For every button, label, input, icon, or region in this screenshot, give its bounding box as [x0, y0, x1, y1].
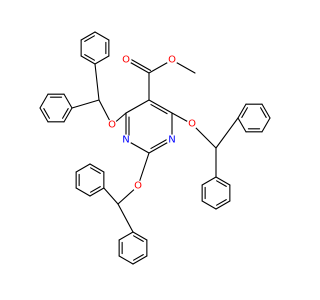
ether-oxygen-bottom-label: O [134, 181, 142, 192]
sub4-phenyl2-bond-0 [63, 107, 73, 123]
ester-oxygen-label: O [168, 55, 176, 66]
sub6-phenyl1-bond-0-inner [241, 107, 248, 118]
sub2-phenyl1-bond-1 [75, 187, 91, 197]
sub2-bond-ch-ph2 [117, 203, 134, 233]
sub4-phenyl1-bond-0 [80, 55, 96, 65]
sub6-phenyl2-bond-2 [215, 200, 231, 210]
sub6-phenyl1-bond-2 [261, 103, 271, 119]
ester-oxygen-label-mask [166, 54, 178, 66]
sub4-bond-ch-ph2 [71, 99, 100, 109]
sub6-phenyl2-bond-5 [201, 176, 217, 186]
ether-oxygen-left-label-mask [106, 119, 118, 131]
sub4-phenyl2-bond-0-inner [62, 108, 69, 119]
sub4-phenyl1-bond-0-inner [84, 54, 95, 61]
sub2-phenyl2-bond-0 [132, 231, 148, 241]
sub6-phenyl2-bond-2-inner [216, 199, 227, 206]
sub2-phenyl2-bond-2-inner [133, 254, 144, 261]
sub4-bond-ch-ph1 [94, 63, 100, 101]
sub4-phenyl1-bond-3 [94, 31, 110, 41]
sub4-phenyl2-bond-3 [39, 93, 49, 109]
sub4-phenyl2-bond-2-inner [43, 108, 50, 119]
ether-oxygen-left-label: O [108, 120, 116, 131]
sub2-phenyl2-bond-0-inner [133, 235, 144, 242]
sub6-bond-o-ch [191, 123, 217, 149]
sub6-phenyl2-bond-0-inner [216, 180, 227, 187]
ring-nitrogen-left-label: N [122, 135, 129, 146]
sub4-phenyl2-bond-2 [39, 107, 49, 123]
sub2-bond-ch-ph1 [103, 187, 119, 205]
sub6-bond-ch-ph1 [215, 117, 239, 149]
carbonyl-oxygen-label: O [122, 55, 130, 66]
sub6-phenyl1-bond-2-inner [260, 107, 267, 118]
sub2-phenyl1-bond-0 [89, 187, 105, 197]
sub2-phenyl1-bond-4-inner [90, 167, 101, 174]
ether-oxygen-bottom-label-mask [132, 180, 144, 192]
sub6-phenyl2-bond-3 [201, 200, 217, 210]
core-bond-c5-c6 [148, 99, 173, 114]
core-bond-c4-c5 [125, 99, 150, 114]
sub2-bond-c2-o [137, 152, 150, 187]
sub4-phenyl1-bond-2 [80, 31, 96, 41]
sub2-phenyl1-bond-0-inner [90, 186, 101, 193]
core-bond-c5-c6-inner [150, 104, 168, 115]
ether-oxygen-right-label: O [188, 119, 196, 130]
bond-layer [39, 31, 271, 265]
ring-nitrogen-right-label-mask [166, 134, 178, 146]
sub2-phenyl1-bond-4 [89, 163, 105, 173]
sub6-phenyl1-bond-0 [237, 103, 247, 119]
sub2-phenyl1-bond-3 [75, 163, 91, 173]
ring-nitrogen-left-label-mask [120, 134, 132, 146]
core-bond-n1-c2-inner [150, 138, 168, 149]
sub2-phenyl2-bond-2 [132, 255, 148, 265]
sub6-phenyl1-bond-3 [261, 117, 271, 133]
ring-nitrogen-right-label: N [168, 135, 175, 146]
sub6-phenyl1-bond-5 [237, 117, 247, 133]
sub6-phenyl2-bond-0 [215, 176, 231, 186]
sub4-phenyl1-bond-2-inner [84, 35, 95, 42]
ether-oxygen-right-label-mask [186, 118, 198, 130]
sub2-phenyl2-bond-3 [118, 255, 134, 265]
sub2-phenyl2-bond-5 [118, 231, 134, 241]
sub4-phenyl2-bond-5 [63, 93, 73, 109]
carbonyl-oxygen-label-mask [120, 54, 132, 66]
sub4-phenyl1-bond-5 [94, 55, 110, 65]
